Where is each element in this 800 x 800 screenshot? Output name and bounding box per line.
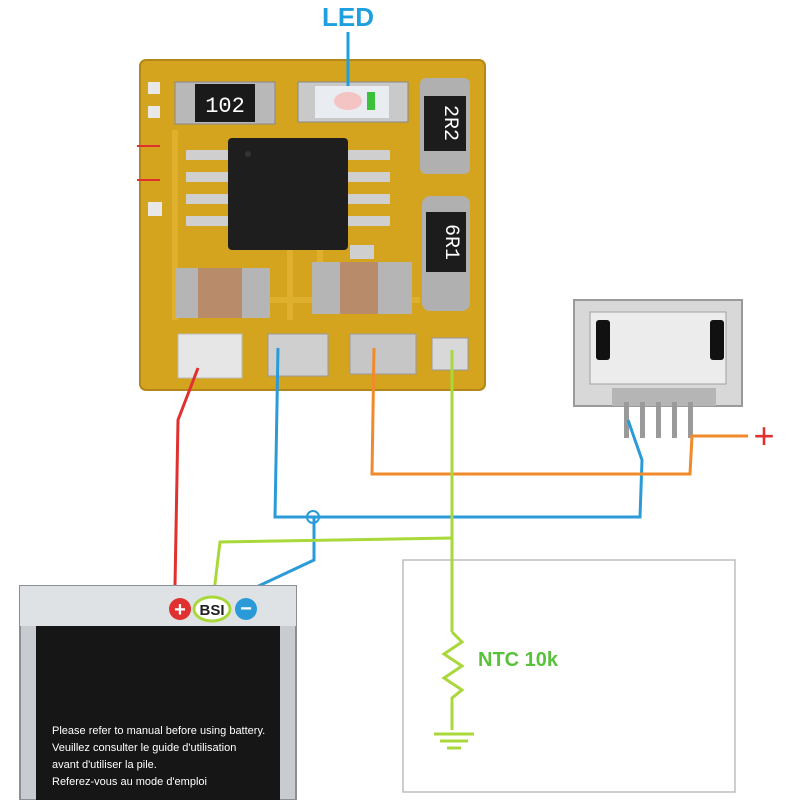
battery-plus-terminal [169,598,191,620]
usb-plus-label: + [753,415,774,456]
pad-vin [349,333,417,375]
resistor-102: 102 [174,81,276,125]
ntc-resistor-symbol [441,630,465,730]
pad-small-3 [148,202,162,216]
capacitor-left [176,268,270,318]
micro-usb-connector [573,299,743,438]
battery-minus-symbol: − [240,598,252,620]
battery: + BSI − Please refer to manual before us… [19,585,297,800]
resistor-6r1-marking: 6R1 [439,224,462,260]
battery-warning-line-1: Please refer to manual before using batt… [52,725,265,737]
led-label: LED [322,2,374,32]
inductor-2r2: 2R2 [420,78,470,174]
wire-blue-gnd [273,347,644,519]
led-component [297,81,409,123]
pad-battery-plus [177,333,243,379]
battery-warning-line-2: Veuillez consulter le guide d'utilisatio… [52,742,236,754]
battery-bsi-terminal [192,595,232,623]
ground-symbol [434,732,474,750]
inductor-marking: 2R2 [438,105,461,141]
pad-small-2 [148,106,160,118]
pad-ntc [431,337,469,371]
resistor-102-marking: 102 [205,94,245,119]
pcb-module: 102 2R2 [137,59,486,391]
ic-chip [186,138,390,259]
battery-label-panel [36,626,280,800]
ntc-box [402,559,736,793]
wire-orange-vin [370,347,748,476]
wire-red-battery-plus [173,367,200,587]
capacitor-right [312,262,412,314]
battery-plus-symbol: + [174,599,186,621]
wire-green-bsi [212,536,453,593]
ntc-label: NTC 10k [478,649,559,671]
pad-small-1 [148,82,160,94]
battery-bsi-label: BSI [199,602,224,619]
wire-blue-battery-minus [249,517,316,592]
resistor-6r1: 6R1 [422,196,470,311]
battery-warning-line-3: avant d'utiliser la pile. [52,759,157,771]
junction-gnd [306,510,320,524]
battery-warning-line-4: Referez-vous au mode d'emploi [52,776,207,788]
battery-minus-terminal [235,598,257,620]
